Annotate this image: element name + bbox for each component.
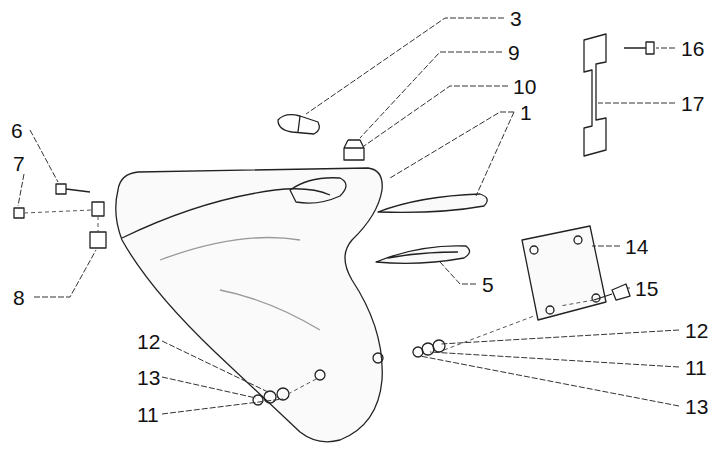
mount-hole xyxy=(373,353,383,363)
part-6 xyxy=(56,184,90,194)
callout-number: 12 xyxy=(684,320,709,341)
callout-number: 13 xyxy=(136,367,161,388)
part-16 xyxy=(624,42,654,54)
callout-number: 10 xyxy=(512,76,537,97)
fender-opening xyxy=(290,178,346,203)
part-15 xyxy=(594,284,630,300)
part-1 xyxy=(378,194,487,212)
washers-right xyxy=(413,340,445,357)
callout-number: 5 xyxy=(481,274,495,295)
callout-number: 12 xyxy=(136,331,161,352)
fender-body xyxy=(116,168,383,442)
fender-ridge xyxy=(122,189,330,238)
part-3 xyxy=(278,115,319,134)
callout-number: 14 xyxy=(624,236,649,257)
mount-hole xyxy=(315,370,325,380)
part-5 xyxy=(376,246,470,264)
callout-number: 13 xyxy=(684,396,709,417)
fender-crease xyxy=(160,238,320,331)
callout-number: 15 xyxy=(634,278,659,299)
callout-number: 11 xyxy=(136,404,160,425)
callout-number: 16 xyxy=(680,38,705,59)
callout-number: 3 xyxy=(509,8,523,29)
callout-number: 6 xyxy=(10,120,24,141)
callout-number: 9 xyxy=(507,42,521,63)
callout-number: 7 xyxy=(12,153,26,174)
callout-number: 1 xyxy=(519,102,533,123)
part-14 xyxy=(522,226,606,320)
part-8 xyxy=(90,202,106,248)
part-9-10 xyxy=(344,140,364,160)
part-17 xyxy=(584,34,606,156)
callout-number: 17 xyxy=(680,93,705,114)
part-7 xyxy=(14,208,24,218)
callout-number: 11 xyxy=(684,357,708,378)
callout-number: 8 xyxy=(12,287,26,308)
